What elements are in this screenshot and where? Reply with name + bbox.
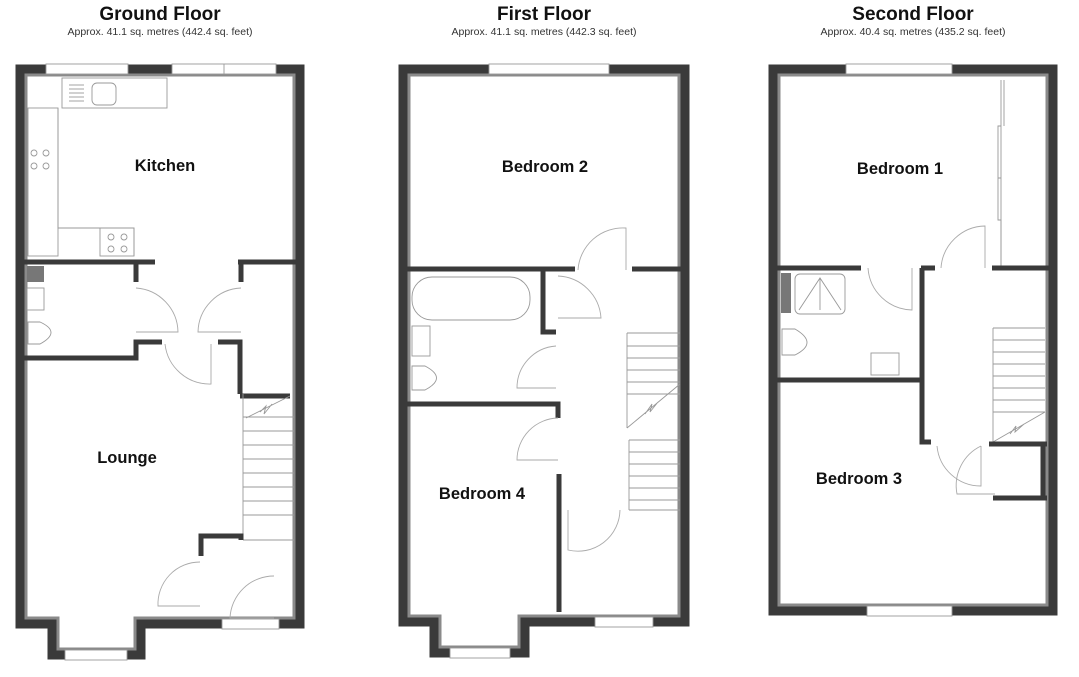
room-label-bedroom-4: Bedroom 4 — [439, 485, 526, 503]
shower-room-toilet — [781, 328, 808, 356]
kitchen-sink — [91, 82, 117, 106]
ground-inner-wall-line — [24, 73, 296, 651]
first-inner-wall-line — [407, 73, 681, 649]
bedroom3-door — [936, 445, 982, 487]
airing-cupboard-door — [567, 509, 621, 552]
ground-floor-area: Approx. 41.1 sq. metres (442.4 sq. feet) — [67, 26, 253, 38]
first-bedroom2-window — [488, 63, 610, 75]
first-floor-plan: Bedroom 2 Bedroom 4 — [398, 63, 690, 659]
second-inner-wall-line — [777, 73, 1049, 607]
room-label-bedroom-1: Bedroom 1 — [857, 160, 943, 178]
shower-room-door — [867, 267, 913, 311]
front-door — [229, 575, 275, 619]
bathroom-toilet — [411, 365, 437, 391]
bath — [411, 276, 531, 321]
first-floor-header: First Floor Approx. 41.1 sq. metres (442… — [404, 4, 684, 39]
first-outer-wall — [398, 64, 690, 658]
second-shower-wall — [919, 268, 931, 445]
hall-door — [157, 561, 201, 607]
shower-tray — [794, 273, 846, 315]
second-bedroom3-window — [866, 605, 953, 617]
first-bedroom4-window — [449, 647, 511, 659]
room-label-bedroom-3: Bedroom 3 — [816, 470, 902, 488]
ground-stairs — [243, 395, 294, 541]
ground-lounge-window — [64, 649, 128, 661]
ground-floor-header: Ground Floor Approx. 41.1 sq. metres (44… — [20, 4, 300, 39]
bedroom2-door — [577, 227, 627, 271]
bedroom1-wardrobe — [997, 80, 1005, 266]
wc-basin — [26, 287, 45, 311]
second-floor-title: Second Floor — [852, 4, 974, 25]
shower-room-basin — [870, 352, 900, 376]
first-bathroom-wall — [540, 270, 556, 335]
wc-boiler — [27, 266, 44, 282]
room-label-lounge: Lounge — [97, 449, 157, 467]
ground-floor-plan: Kitchen Lounge — [15, 63, 305, 661]
first-floor-area: Approx. 41.1 sq. metres (442.3 sq. feet) — [451, 26, 637, 38]
first-floor-title: First Floor — [497, 4, 591, 25]
second-stairs — [992, 327, 1046, 443]
wc-toilet — [27, 321, 52, 345]
bedroom4-door — [516, 417, 559, 461]
ground-floor-title: Ground Floor — [99, 4, 221, 25]
ground-hall-wall — [198, 533, 244, 556]
second-bedroom1-window — [845, 63, 953, 75]
ground-kitchen-window — [45, 63, 129, 75]
second-floor-header: Second Floor Approx. 40.4 sq. metres (43… — [773, 4, 1053, 39]
lounge-door — [164, 343, 212, 385]
bedroom1-door — [940, 225, 986, 269]
ground-front-door-threshold — [221, 618, 280, 630]
ground-wc-wall — [24, 339, 162, 361]
ground-outer-wall — [15, 64, 305, 660]
landing-door — [516, 345, 557, 389]
room-label-kitchen: Kitchen — [135, 157, 196, 175]
first-bedroom4-wall — [406, 401, 561, 418]
bathroom-door — [557, 275, 602, 319]
second-floor-area: Approx. 40.4 sq. metres (435.2 sq. feet) — [820, 26, 1006, 38]
second-outer-wall — [768, 64, 1058, 616]
kitchen-door — [197, 287, 242, 333]
kitchen-worktop-left — [27, 107, 59, 257]
bathroom-basin — [411, 325, 431, 357]
kitchen-worktop-top — [61, 77, 168, 109]
kitchen-hob — [99, 227, 135, 257]
cupboard-door — [955, 445, 995, 495]
wc-door — [135, 287, 179, 333]
first-stairs — [626, 332, 681, 511]
first-landing-window — [594, 616, 654, 628]
room-label-bedroom-2: Bedroom 2 — [502, 158, 588, 176]
second-floor-plan: Bedroom 1 Bedroom 3 — [768, 63, 1058, 617]
